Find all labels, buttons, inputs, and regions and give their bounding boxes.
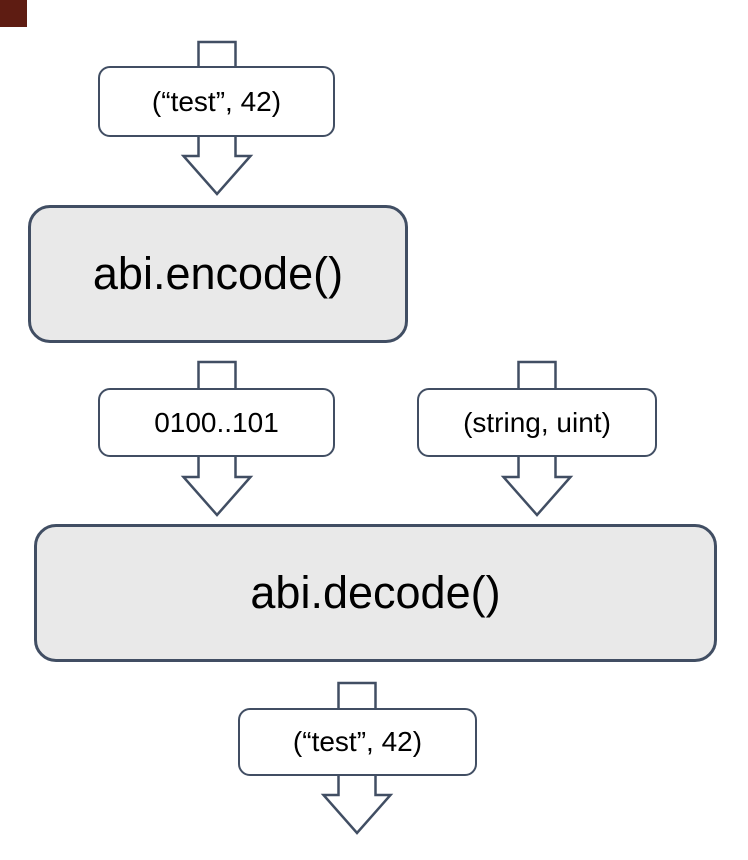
node-input-tuple: (“test”, 42) [98,66,335,137]
node-abi-encode: abi.encode() [28,205,408,343]
node-type-tuple: (string, uint) [417,388,657,457]
node-abi-decode: abi.decode() [34,524,717,662]
node-encoded-bytes: 0100..101 [98,388,335,457]
corner-marker [0,0,27,27]
node-output-tuple: (“test”, 42) [238,708,477,776]
